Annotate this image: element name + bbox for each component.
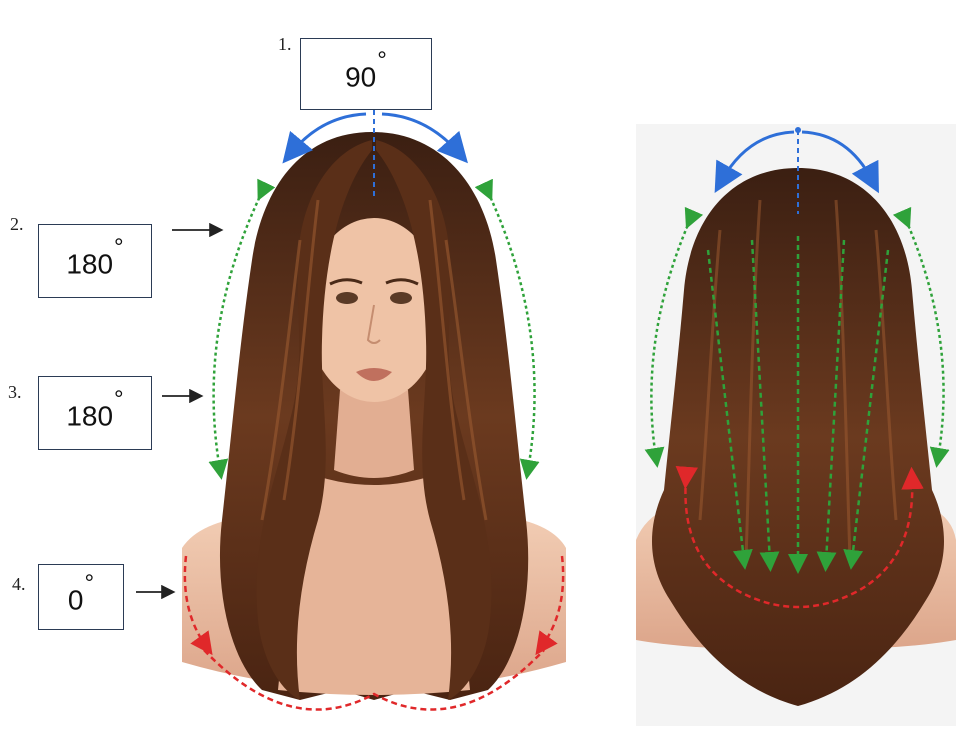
front-hair-highlights (260, 199, 488, 521)
front-red-arc-bottom (203, 649, 545, 711)
front-chest (278, 470, 470, 695)
front-red-arc-left (183, 555, 213, 656)
angle-value-2: 180 (66, 248, 114, 280)
angle-box-3: 180° (38, 376, 152, 450)
front-brow-right (385, 278, 419, 286)
front-lips (356, 368, 392, 381)
back-hair-highlights (698, 199, 898, 561)
front-brow-left (329, 278, 363, 286)
back-blue-top-dot (795, 127, 801, 133)
label-number-3: 3. (8, 382, 22, 402)
angle-box-1: 90° (300, 38, 432, 110)
front-neck (334, 390, 414, 478)
angle-value-4: 0 (67, 584, 84, 616)
label-number-4: 4. (12, 574, 26, 594)
back-blue-arc-right (801, 130, 879, 194)
angle-value-3: 180 (66, 400, 114, 432)
front-hair-right-strands (376, 140, 492, 700)
front-eye-left (336, 292, 358, 304)
label-number-2: 2. (10, 214, 24, 234)
angle-box-2: 180° (38, 224, 152, 298)
front-blue-arc-left (282, 112, 367, 164)
back-view (636, 124, 956, 726)
front-red-arc-right (535, 555, 565, 656)
degree-symbol-2: ° (114, 233, 124, 261)
front-blue-arc-right (381, 112, 468, 164)
angle-box-4: 0° (38, 564, 124, 630)
back-green-line-1 (706, 249, 753, 570)
back-green-arc-left (644, 206, 704, 468)
back-blue-arc-left (714, 130, 795, 194)
degree-symbol-3: ° (114, 385, 124, 413)
degree-symbol-1: ° (377, 46, 387, 74)
front-green-arc-left (208, 178, 276, 480)
front-green-arc-right (474, 178, 540, 480)
front-eye-right (390, 292, 412, 304)
back-green-arc-right (892, 206, 950, 468)
front-view (136, 110, 566, 711)
back-green-line-5 (843, 249, 890, 570)
degree-symbol-4: ° (84, 569, 95, 597)
front-hair-left-strands (256, 140, 372, 700)
back-red-arc (675, 465, 924, 609)
angle-value-1: 90 (345, 61, 377, 93)
front-nose (366, 304, 381, 344)
label-number-1: 1. (278, 34, 292, 54)
